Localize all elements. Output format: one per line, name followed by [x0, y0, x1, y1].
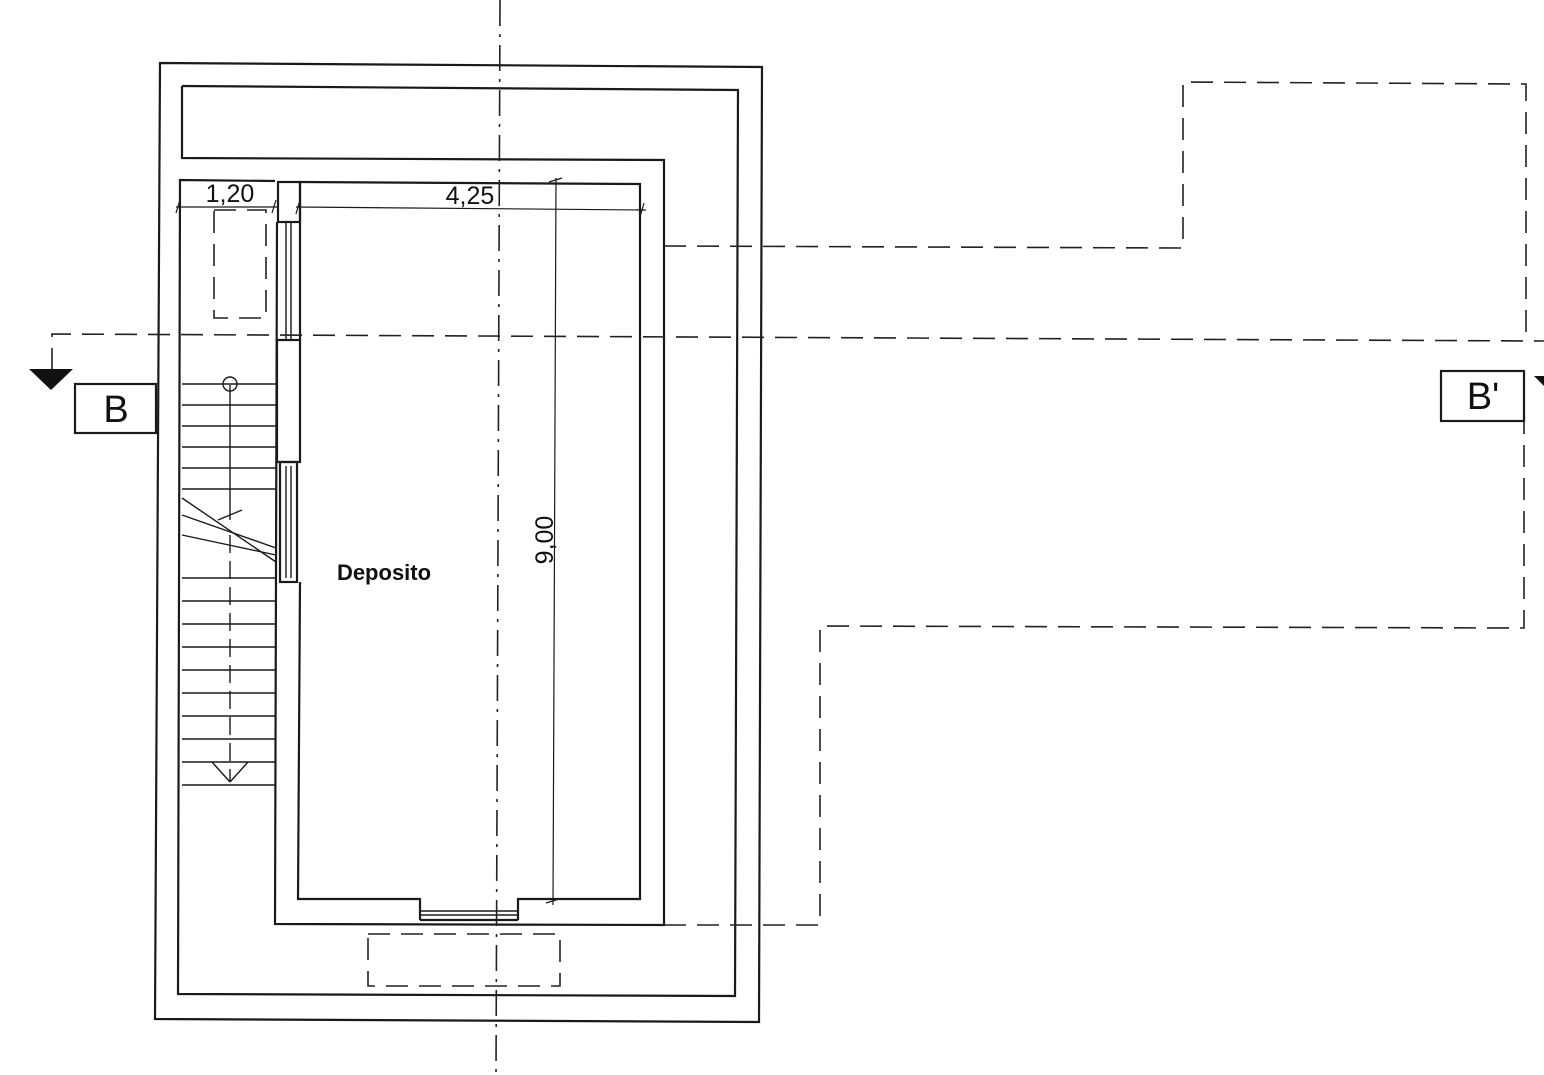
section-label-b-prime: B' [1467, 376, 1500, 418]
dimension-room-width: 4,25 [295, 182, 647, 218]
inner-envelope-outline [176, 84, 740, 998]
column [276, 180, 302, 224]
section-label-box-b-prime [1439, 369, 1526, 423]
hatch-bottom [367, 933, 561, 987]
outer-wall-outline [153, 61, 764, 1024]
hatch-top [213, 209, 267, 319]
bottom-door [420, 910, 518, 922]
stair-direction-arrow [181, 385, 277, 783]
staircase [181, 383, 277, 786]
stair-winder [181, 514, 277, 549]
svg-text:9,00: 9,00 [531, 516, 559, 565]
adjacent-outline-upper [663, 81, 1527, 340]
section-arrow-left [29, 369, 73, 390]
svg-text:1,20: 1,20 [206, 180, 255, 208]
section-arrow-right [1534, 376, 1544, 386]
top-band-inner-edge [180, 86, 666, 927]
room-inner-wall [299, 180, 642, 920]
stair-start-marker [222, 376, 238, 392]
section-label-box-b [73, 382, 158, 435]
side-window [275, 222, 302, 584]
dimension-stair-width: 1,20 [175, 180, 278, 214]
section-line [51, 333, 1544, 370]
center-axis [495, 0, 501, 1075]
room-label: Deposito [337, 560, 431, 585]
room-inner-wall-left-lower [296, 581, 422, 920]
svg-text:4,25: 4,25 [446, 182, 495, 210]
section-label-b: B [103, 389, 128, 431]
adjacent-outline-lower [664, 420, 1525, 926]
dimension-room-length: 9,00 [531, 177, 563, 906]
